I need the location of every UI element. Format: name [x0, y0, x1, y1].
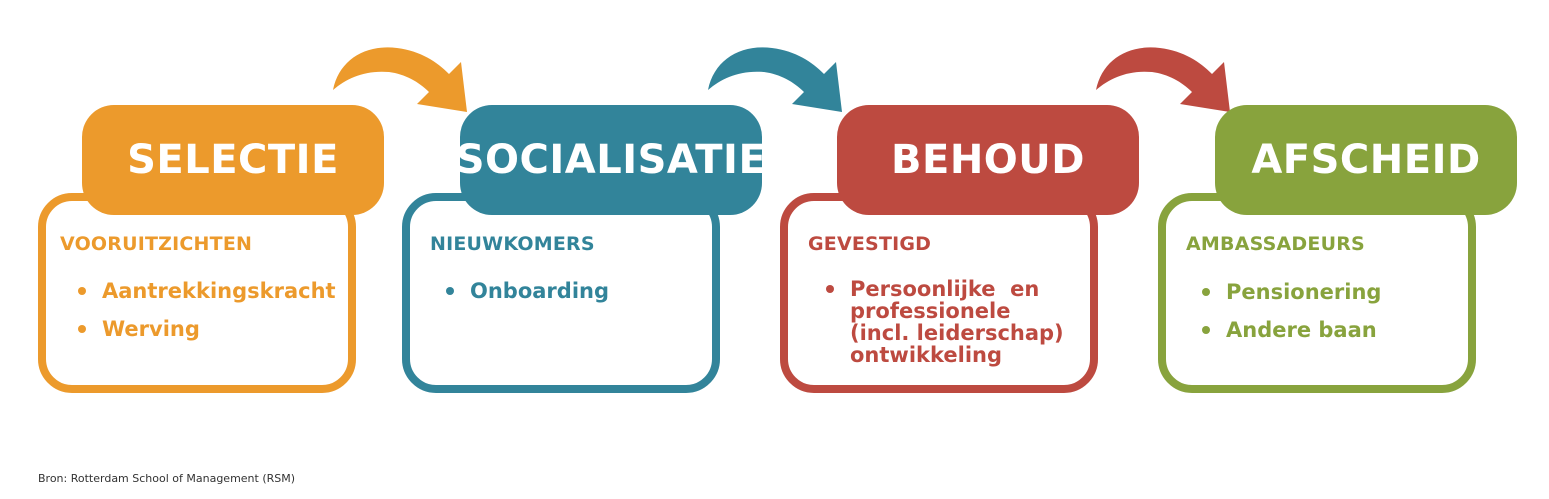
stage-panel-afscheid: [1158, 193, 1476, 393]
curved-arrow-icon: [708, 47, 842, 112]
stage-item-list: Aantrekkingskracht Werving: [78, 277, 336, 353]
bullet-icon: [826, 285, 834, 293]
stage-header-selectie: SELECTIE: [82, 105, 384, 215]
list-item: Aantrekkingskracht: [78, 277, 336, 305]
stage-title: SELECTIE: [127, 137, 339, 183]
stage-item-list: Onboarding: [446, 277, 609, 315]
list-item: Onboarding: [446, 277, 609, 305]
stage-item-list: Persoonlijke en professionele (incl. lei…: [826, 278, 1064, 366]
stage-subheading: NIEUWKOMERS: [430, 233, 595, 255]
list-item: Andere baan: [1202, 316, 1381, 344]
stage-panel-socialisatie: [402, 193, 720, 393]
bullet-icon: [78, 287, 86, 295]
stage-title: BEHOUD: [891, 137, 1085, 183]
stage-subheading: AMBASSADEURS: [1186, 233, 1365, 255]
stage-header-socialisatie: SOCIALISATIE: [456, 105, 766, 215]
list-item: Persoonlijke en professionele (incl. lei…: [826, 278, 1064, 366]
stage-header-behoud: BEHOUD: [837, 105, 1139, 215]
stage-subheading: VOORUITZICHTEN: [60, 233, 253, 255]
stage-title: SOCIALISATIE: [455, 137, 767, 183]
curved-arrow-icon: [1096, 47, 1230, 112]
stage-header-afscheid: AFSCHEID: [1215, 105, 1517, 215]
stage-item-list: Pensionering Andere baan: [1202, 278, 1381, 354]
bullet-icon: [1202, 326, 1210, 334]
bullet-icon: [78, 325, 86, 333]
list-item: Pensionering: [1202, 278, 1381, 306]
curved-arrow-icon: [333, 47, 467, 112]
bullet-icon: [446, 287, 454, 295]
bullet-icon: [1202, 288, 1210, 296]
source-caption: Bron: Rotterdam School of Management (RS…: [38, 472, 296, 485]
stage-title: AFSCHEID: [1251, 137, 1481, 183]
stage-subheading: GEVESTIGD: [808, 233, 932, 255]
list-item: Werving: [78, 315, 336, 343]
